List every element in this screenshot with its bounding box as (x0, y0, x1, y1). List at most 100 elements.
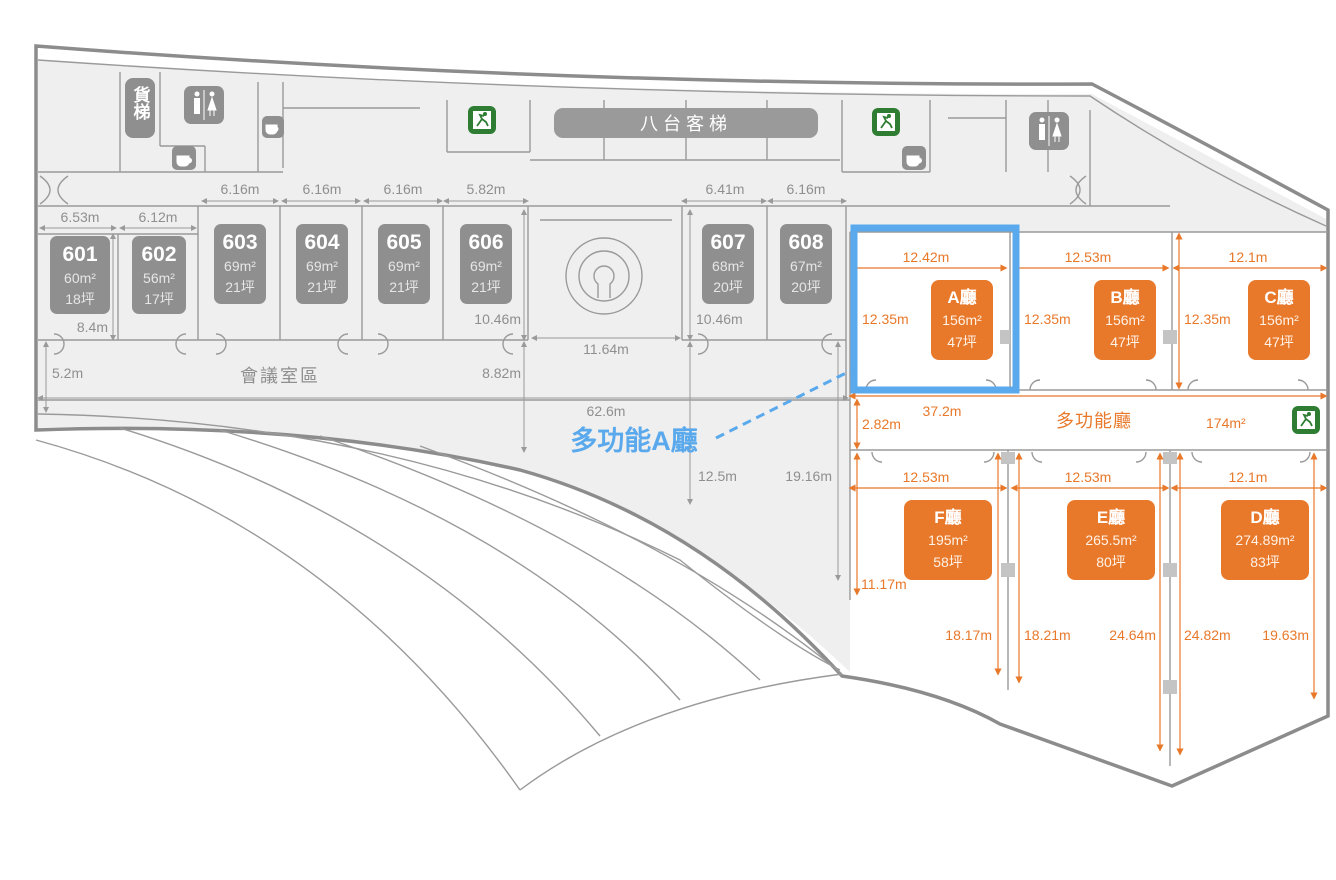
emergency-exit-icon (872, 108, 900, 136)
dim-607-height: 10.46m (696, 311, 743, 327)
dim-603-width: 6.16m (221, 181, 260, 197)
hall-badge (931, 280, 993, 360)
room-ping: 21坪 (471, 279, 501, 295)
passenger-elevators-label: 八台客梯 (640, 114, 732, 134)
room-number: 603 (222, 231, 257, 254)
room-ping: 17坪 (144, 291, 174, 307)
dim-d-height-2: 19.63m (1262, 627, 1309, 643)
room-number: 608 (788, 231, 823, 254)
callout-label: 多功能A廳 (570, 425, 698, 456)
meeting-room-608[interactable]: 608 67m² 20坪 (780, 224, 832, 304)
dim-f-height-2: 18.17m (945, 627, 992, 643)
hall-area: 156m² (1259, 312, 1299, 328)
dim-d-height-1: 24.82m (1184, 627, 1231, 643)
passenger-elevators (554, 108, 818, 138)
hall-badge (904, 500, 992, 580)
coffee-icon (902, 146, 926, 170)
room-area: 69m² (470, 258, 502, 274)
hall-badge (1067, 500, 1155, 580)
hall-area: 195m² (928, 532, 968, 548)
hall-badge (1248, 280, 1310, 360)
room-badge (296, 224, 348, 304)
hall-badge (1094, 280, 1156, 360)
hall-area: 156m² (1105, 312, 1145, 328)
emergency-exit-icon (1292, 406, 1320, 434)
room-number: 601 (62, 243, 97, 266)
coffee-icon (262, 116, 284, 138)
room-ping: 21坪 (307, 279, 337, 295)
room-badge (50, 236, 110, 314)
room-area: 68m² (712, 258, 744, 274)
dim-corridor-left: 5.2m (52, 365, 83, 381)
dim-e-width: 12.53m (1065, 469, 1112, 485)
room-badge (702, 224, 754, 304)
dim-605-width: 6.16m (384, 181, 423, 197)
dim-c-width: 12.1m (1229, 249, 1268, 265)
dim-lobby-height-2: 19.16m (785, 468, 832, 484)
dim-606-width: 5.82m (467, 181, 506, 197)
room-area: 69m² (224, 258, 256, 274)
dim-a-width: 12.42m (903, 249, 950, 265)
multipurpose-hall-label: 多功能廳 (1056, 411, 1132, 431)
dim-lobby-height-1: 12.5m (698, 468, 737, 484)
dim-a-depth: 12.35m (862, 311, 909, 327)
room-ping: 20坪 (713, 279, 743, 295)
dim-b-width: 12.53m (1065, 249, 1112, 265)
orange-dimension-lines (848, 232, 1328, 756)
dim-604-width: 6.16m (303, 181, 342, 197)
dim-608-width: 6.16m (787, 181, 826, 197)
dim-607-width: 6.41m (706, 181, 745, 197)
floor-area (38, 60, 1328, 672)
hall-ping: 58坪 (933, 554, 963, 570)
meeting-room-603[interactable]: 603 69m² 21坪 (214, 224, 266, 304)
dim-e-height-1: 18.21m (1024, 627, 1071, 643)
room-ping: 21坪 (225, 279, 255, 295)
halls: A廳156m²47坪B廳156m²47坪C廳156m²47坪F廳195m²58坪… (904, 280, 1310, 580)
dim-601-height: 8.4m (77, 319, 108, 335)
room-area: 56m² (143, 270, 175, 286)
emergency-exit-icon (468, 106, 496, 134)
dim-606-height: 10.46m (474, 311, 521, 327)
meeting-rooms: 60160m²18坪60256m²17坪60369m²21坪60469m²21坪… (50, 224, 832, 314)
roof-curves (35, 427, 843, 791)
spiral-stair-icon (565, 237, 643, 315)
dim-mph-height: 2.82m (862, 416, 901, 432)
room-number: 605 (386, 231, 421, 254)
room-area: 60m² (64, 270, 96, 286)
room-badge (780, 224, 832, 304)
callout-leader-line (715, 368, 853, 440)
hall-area: 274.89m² (1235, 532, 1294, 548)
dim-f-width: 12.53m (903, 469, 950, 485)
hall-a-highlight[interactable] (850, 224, 1020, 394)
hall-name: A廳 (947, 287, 976, 307)
inner-wall-top (37, 59, 1327, 227)
room-area: 69m² (388, 258, 420, 274)
room-number: 604 (304, 231, 339, 254)
hall-ping: 83坪 (1250, 554, 1280, 570)
restroom-icon (184, 86, 224, 124)
dim-602-width: 6.12m (139, 209, 178, 225)
hall-badge (1221, 500, 1309, 580)
room-ping: 20坪 (791, 279, 821, 295)
room-badge (132, 236, 186, 314)
room-badge (378, 224, 430, 304)
hall-area: 156m² (942, 312, 982, 328)
room-area: 67m² (790, 258, 822, 274)
restroom-icon (1029, 112, 1069, 150)
freight-elevator-label: 貨梯 (131, 85, 151, 121)
dim-corridor-right: 8.82m (482, 365, 521, 381)
dim-c-depth: 12.35m (1184, 311, 1231, 327)
